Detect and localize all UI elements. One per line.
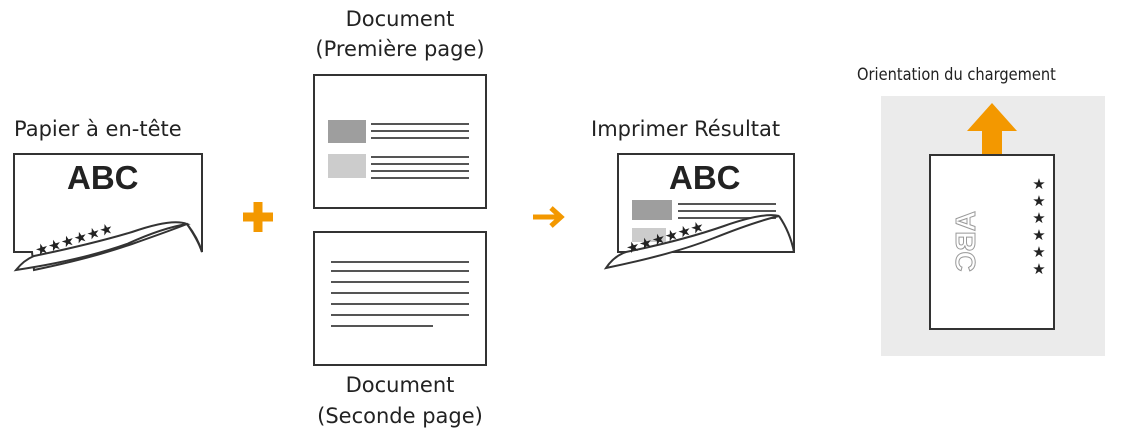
doc-first-title-line2: (Première page) (315, 37, 485, 61)
load-orientation-label: Orientation du chargement (857, 65, 1056, 85)
doc-second-title-line1: Document (345, 373, 455, 397)
star: ★ (1032, 192, 1046, 210)
doc-second-title-line2: (Seconde page) (317, 404, 483, 428)
letterhead-sheet: ★★★★★★ ABC (12, 152, 212, 277)
plus-icon (239, 198, 277, 236)
loaded-sheet-stars: ★ ★ ★ ★ ★ ★ (1031, 176, 1047, 278)
doc-first-title-line1: Document (345, 7, 455, 31)
print-result-abc: ABC (669, 159, 741, 196)
star: ★ (1032, 260, 1046, 278)
star: ★ (1032, 175, 1046, 193)
loaded-sheet: ABC ★ ★ ★ ★ ★ ★ (929, 154, 1055, 330)
star: ★ (1032, 226, 1046, 244)
letterhead-abc: ABC (67, 159, 139, 196)
load-orientation-panel: ABC ★ ★ ★ ★ ★ ★ (881, 96, 1105, 356)
letterhead-label: Papier à en-tête (14, 117, 182, 141)
arrow-right-icon (530, 205, 572, 229)
arrow-up-icon (965, 101, 1019, 161)
star: ★ (1032, 209, 1046, 227)
document-first-page (313, 74, 487, 209)
loaded-sheet-abc: ABC (950, 211, 982, 273)
print-result-label: Imprimer Résultat (591, 117, 781, 141)
star: ★ (1032, 243, 1046, 261)
print-result-sheet: ★★★★★★ ABC (603, 152, 804, 277)
document-second-page (313, 231, 487, 366)
